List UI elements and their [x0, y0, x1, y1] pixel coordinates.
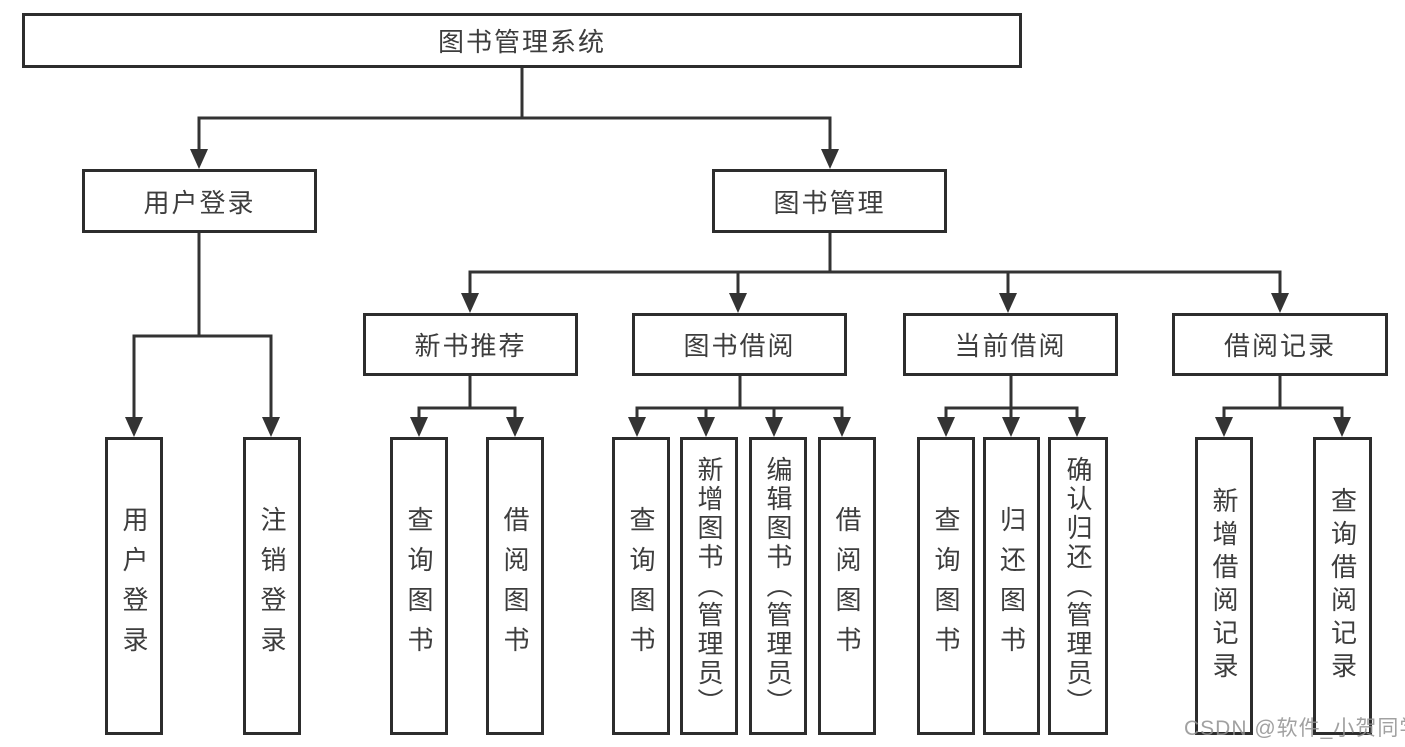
- node-borrow-records: 借阅记录: [1172, 313, 1388, 376]
- leaf-query-books-3: 查询图书: [917, 437, 975, 735]
- leaf-query-books-2: 查询图书: [612, 437, 670, 735]
- leaf-borrow-books-2-label: 借阅图书: [832, 506, 862, 666]
- node-borrow-records-label: 借阅记录: [1223, 331, 1336, 361]
- node-user-login: 用户登录: [82, 169, 317, 233]
- leaf-query-books-1: 查询图书: [390, 437, 448, 735]
- node-book-management: 图书管理: [712, 169, 947, 233]
- leaf-query-books-1-label: 查询图书: [404, 506, 434, 666]
- leaf-add-books-admin-label: 新增图书（管理员）: [694, 455, 724, 717]
- connector-book-borrow-children: [628, 374, 851, 437]
- leaf-query-borrow-record-label: 查询借阅记录: [1327, 487, 1358, 685]
- csdn-watermark: CSDN @软件_小贺同学: [1184, 717, 1405, 740]
- leaf-confirm-return-admin: 确认归还（管理员）: [1048, 437, 1108, 735]
- node-new-book-recommend-label: 新书推荐: [414, 331, 527, 361]
- node-book-borrow: 图书借阅: [632, 313, 847, 376]
- leaf-return-books-label: 归还图书: [996, 506, 1027, 666]
- connector-root-to-level2: [190, 66, 839, 169]
- leaf-add-borrow-record: 新增借阅记录: [1195, 437, 1253, 735]
- node-root-system: 图书管理系统: [22, 13, 1022, 68]
- connector-borrow-records-children: [1215, 374, 1351, 437]
- connector-user-login-branch: [125, 231, 280, 437]
- leaf-logout-label: 注销登录: [257, 506, 287, 666]
- node-book-borrow-label: 图书借阅: [683, 331, 796, 361]
- connector-current-borrow-children: [937, 374, 1086, 437]
- node-new-book-recommend: 新书推荐: [363, 313, 578, 376]
- leaf-edit-books-admin-label: 编辑图书（管理员）: [763, 455, 793, 717]
- leaf-logout: 注销登录: [243, 437, 301, 735]
- leaf-add-borrow-record-label: 新增借阅记录: [1209, 487, 1239, 685]
- node-current-borrow: 当前借阅: [903, 313, 1118, 376]
- leaf-confirm-return-admin-label: 确认归还（管理员）: [1063, 455, 1093, 717]
- node-user-login-label: 用户登录: [143, 187, 256, 218]
- leaf-user-login-label: 用户登录: [119, 506, 149, 666]
- node-root-label: 图书管理系统: [437, 27, 606, 57]
- leaf-return-books: 归还图书: [983, 437, 1040, 735]
- node-book-management-label: 图书管理: [773, 187, 886, 218]
- leaf-edit-books-admin: 编辑图书（管理员）: [749, 437, 807, 735]
- connector-new-book-recommend-children: [410, 374, 524, 437]
- leaf-borrow-books-2: 借阅图书: [818, 437, 876, 735]
- leaf-borrow-books-1: 借阅图书: [486, 437, 544, 735]
- leaf-add-books-admin: 新增图书（管理员）: [680, 437, 738, 735]
- leaf-query-borrow-record: 查询借阅记录: [1313, 437, 1372, 735]
- node-current-borrow-label: 当前借阅: [954, 331, 1067, 361]
- connector-book-management-branch: [461, 231, 1289, 313]
- leaf-user-login: 用户登录: [105, 437, 163, 735]
- leaf-borrow-books-1-label: 借阅图书: [500, 506, 530, 666]
- leaf-query-books-3-label: 查询图书: [931, 506, 961, 666]
- leaf-query-books-2-label: 查询图书: [626, 506, 656, 666]
